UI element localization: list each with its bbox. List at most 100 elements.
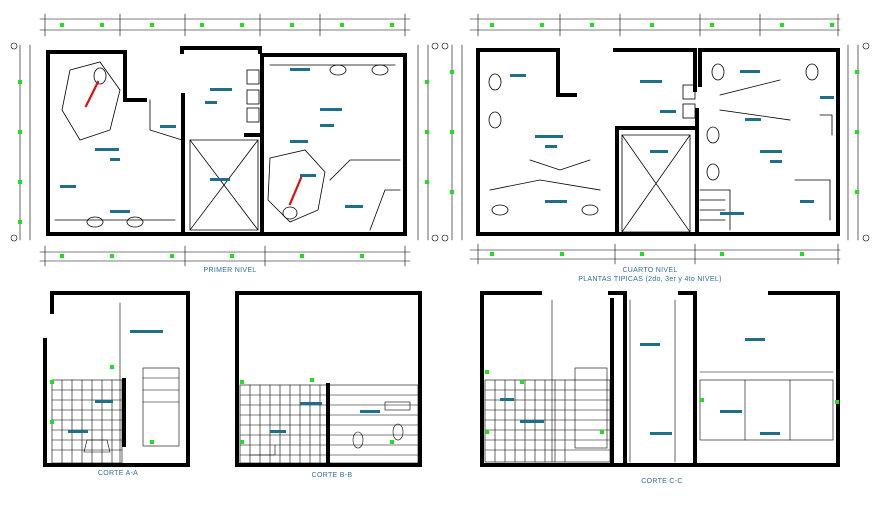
annotation-block <box>320 124 334 127</box>
grid-marker <box>560 252 564 256</box>
annotation-block <box>205 101 217 104</box>
annotation-block <box>300 402 322 405</box>
annotation-block <box>270 430 286 433</box>
grid-marker <box>18 220 22 224</box>
annotation-block <box>760 432 780 435</box>
annotation-block <box>210 178 230 181</box>
section-c-c <box>480 291 840 467</box>
grid-marker <box>60 254 64 258</box>
annotation-block <box>535 135 563 138</box>
grid-marker <box>855 70 859 74</box>
plan-1-fixtures <box>54 61 401 231</box>
annotation-block <box>650 432 672 435</box>
grid-marker <box>600 430 604 434</box>
annotation-block <box>95 400 113 403</box>
grid-marker <box>240 23 244 27</box>
plan-2-dimensions <box>441 13 870 265</box>
grid-marker <box>50 380 54 384</box>
grid-marker <box>18 180 22 184</box>
grid-marker <box>340 23 344 27</box>
annotation-block <box>110 210 130 213</box>
grid-marker <box>450 130 454 134</box>
grid-marker <box>590 23 594 27</box>
grid-marker <box>485 370 489 374</box>
annotation-block <box>68 430 88 433</box>
grid-marker <box>855 190 859 194</box>
plan-primer-nivel <box>10 13 439 267</box>
grid-markers <box>18 23 859 444</box>
annotation-block <box>520 420 544 423</box>
plan-2-title: CUARTO NIVEL <box>622 267 678 274</box>
grid-marker <box>490 23 494 27</box>
grid-marker <box>150 440 154 444</box>
grid-marker <box>60 23 64 27</box>
plan-2-walls <box>476 48 840 236</box>
grid-marker <box>640 252 644 256</box>
annotation-block <box>545 200 567 203</box>
grid-marker <box>110 365 114 369</box>
annotation-block <box>640 80 662 83</box>
grid-marker <box>230 254 234 258</box>
grid-marker <box>170 254 174 258</box>
annotation-block <box>290 68 310 71</box>
annotation-block <box>640 343 660 346</box>
annotation-block <box>745 118 761 121</box>
annotation-block <box>720 410 742 413</box>
grid-marker <box>240 380 244 384</box>
annotation-block <box>740 70 760 73</box>
grid-marker <box>390 440 394 444</box>
annotation-block <box>760 150 782 153</box>
grid-marker <box>425 80 429 84</box>
annotation-block <box>130 330 154 333</box>
annotation-block <box>720 212 744 215</box>
annotation-block <box>320 108 342 111</box>
grid-marker <box>485 430 489 434</box>
grid-marker <box>490 252 494 256</box>
grid-marker <box>540 23 544 27</box>
plan-cuarto-nivel <box>441 13 870 265</box>
annotation-block <box>110 158 120 161</box>
plan-2-fixtures <box>488 63 833 233</box>
annotation-block <box>95 148 119 151</box>
plan-1-walls <box>46 46 407 236</box>
annotation-block <box>160 125 176 128</box>
annotation-block <box>360 410 380 413</box>
grid-marker <box>520 380 524 384</box>
section-a-tiles <box>51 302 180 464</box>
grid-marker <box>360 254 364 258</box>
section-c-tiles <box>484 299 834 463</box>
section-a-a <box>43 291 190 467</box>
annotation-block <box>300 174 316 177</box>
section-c-title: CORTE C-C <box>641 478 683 485</box>
section-a-title: CORTE A-A <box>97 470 139 477</box>
grid-marker <box>290 23 294 27</box>
annotation-block <box>745 338 765 341</box>
grid-marker <box>110 254 114 258</box>
grid-marker <box>450 70 454 74</box>
grid-marker <box>835 400 839 404</box>
annotation-blocks <box>60 68 834 435</box>
plan-1-title: PRIMER NIVEL <box>203 267 257 274</box>
annotation-block <box>290 140 308 143</box>
grid-marker <box>18 130 22 134</box>
grid-marker <box>200 23 204 27</box>
annotation-block <box>800 200 814 203</box>
grid-marker <box>150 23 154 27</box>
grid-marker <box>390 23 394 27</box>
annotation-block <box>770 160 782 163</box>
grid-marker <box>425 180 429 184</box>
grid-marker <box>720 252 724 256</box>
plan-1-red-marks <box>84 80 303 206</box>
grid-marker <box>240 440 244 444</box>
annotation-block <box>820 96 834 99</box>
section-b-b <box>235 291 422 467</box>
grid-marker <box>50 420 54 424</box>
section-a-walls <box>43 291 190 467</box>
grid-marker <box>780 23 784 27</box>
grid-marker <box>830 23 834 27</box>
grid-marker <box>855 130 859 134</box>
annotation-block <box>145 330 163 333</box>
grid-marker <box>800 252 804 256</box>
